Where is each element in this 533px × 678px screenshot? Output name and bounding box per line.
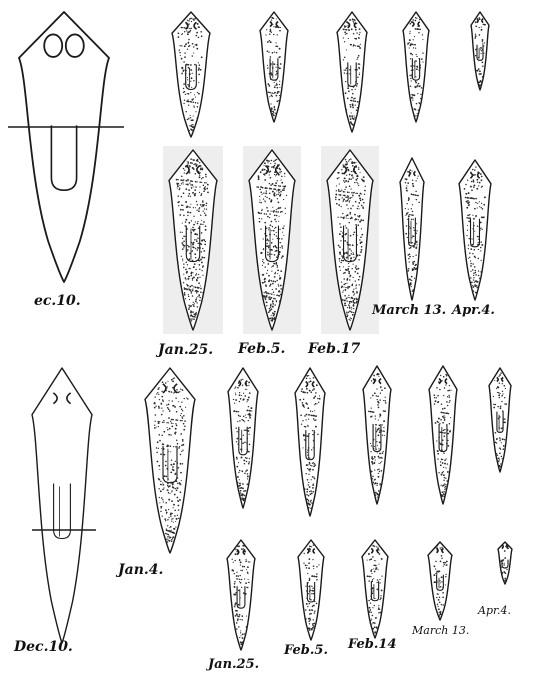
planarian-dec10-outline [32,368,96,643]
label-jan4: Jan.4. [118,562,163,578]
planarian-bottom-row1-5-outline [489,368,511,472]
planarian-top-row1-4 [403,12,429,122]
planarian-dec10-outline-outline [32,368,92,643]
planarian-march13-top-outline [400,158,424,300]
planarian-top-row1-1 [172,12,210,137]
planarian-jan25-bottom [227,540,255,650]
label-ec10: ec.10. [34,293,81,309]
label-march13-top: March 13. [372,303,446,319]
planarian-top-row1-5-outline [471,12,489,90]
planarian-bottom-row1-4-outline [429,366,457,504]
label-dec10: Dec.10. [14,639,73,655]
planarian-march13-bottom [428,542,452,620]
label-feb5-bottom: Feb.5. [284,643,328,659]
label-jan25-bottom: Jan.25. [208,657,259,673]
planarian-ec10-outline [8,12,124,282]
label-apr4-top: Apr.4. [452,303,495,319]
planarian-top-row1-2-outline [260,12,288,122]
planarian-bottom-row1-5 [489,368,511,472]
label-feb17-top: Feb.17 [308,341,360,357]
planarian-feb5-top [243,146,301,334]
planarian-bottom-row1-1 [228,368,258,508]
label-feb14-bottom: Feb.14 [348,637,397,653]
planarian-jan4-outline [145,368,195,553]
planarian-march13-top [400,158,424,300]
planarian-jan4 [145,368,195,553]
label-apr4-bottom: Apr.4. [478,603,511,619]
planarian-jan25-top [163,146,223,334]
planarian-bottom-row1-4 [429,366,457,504]
planarian-feb17-top [321,146,379,334]
planarian-top-row1-2 [260,12,288,122]
label-feb5-top: Feb.5. [238,341,285,357]
planarian-bottom-row1-2 [295,368,325,516]
planarian-apr4-top-outline [459,160,491,300]
planarian-feb14-bottom [362,540,388,638]
planarian-bottom-row1-1-outline [228,368,258,508]
label-jan25-top: Jan.25. [158,342,213,358]
planarian-top-row1-5 [471,12,489,90]
planarian-bottom-row1-3 [363,366,391,504]
planarian-top-row1-3 [337,12,367,132]
planarian-ec10-outline-outline [19,12,109,282]
planarian-jan25-bottom-outline [227,540,255,650]
planarian-apr4-bottom [498,542,512,584]
label-march13-bottom: March 13. [412,623,469,639]
planarian-apr4-top [459,160,491,300]
planarian-feb5-bottom [298,540,324,640]
